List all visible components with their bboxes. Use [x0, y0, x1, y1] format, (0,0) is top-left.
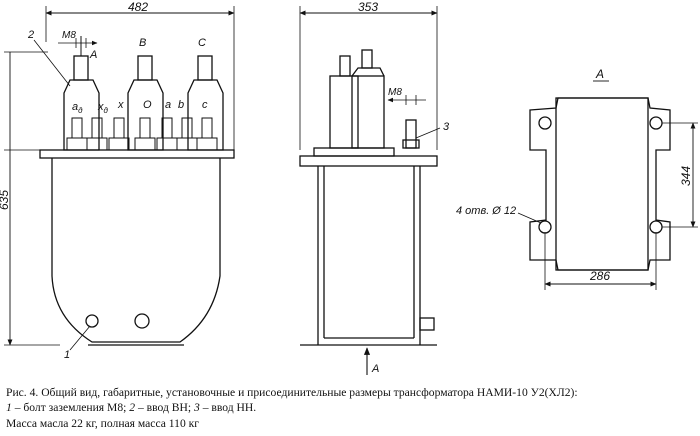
view-a-label: A [371, 363, 379, 375]
front-width-label: 482 [128, 0, 148, 14]
caption-num-2: 2 [129, 401, 136, 414]
mount-hole-br [649, 220, 663, 234]
callout-1-leader [69, 325, 91, 351]
holes-leader [517, 212, 542, 224]
hv-bushing-a [63, 36, 100, 151]
bushing-label-c: C [198, 37, 206, 49]
callout-2: 2 [27, 29, 34, 41]
lv-terminals [66, 117, 218, 151]
terminal-label-o: O [143, 99, 152, 111]
holes-label: 4 отв. Ø 12 [456, 205, 516, 217]
plan-height-label: 344 [679, 166, 693, 186]
terminal-label-b: b [178, 99, 184, 111]
terminal-label-c: c [202, 99, 208, 111]
caption-line-3: Масса масла 22 кг, полная масса 110 кг [6, 417, 200, 430]
front-view [4, 6, 235, 351]
front-tank-body [51, 158, 221, 343]
callout-1: 1 [64, 349, 70, 361]
plan-base-plate [529, 97, 671, 271]
caption-num-1: 1 [6, 401, 12, 414]
callout-3: 3 [443, 121, 450, 133]
callout-3-leader [415, 127, 441, 139]
side-lv-bushing [402, 119, 420, 149]
side-width-label: 353 [358, 0, 378, 14]
plan-view [517, 80, 698, 290]
plan-width-label: 286 [589, 269, 610, 283]
drain-hole [134, 313, 150, 329]
mount-hole-tr [649, 116, 663, 130]
front-m8-label: M8 [62, 30, 76, 41]
height-label: 635 [0, 190, 11, 210]
plan-core [555, 97, 649, 271]
transformer-drawing: 482 635 M8 2 1 A B C aд xд x O a b c [0, 0, 698, 375]
caption-text-1: – болт заземления М8; [11, 401, 130, 414]
terminal-label-ad: aд [72, 101, 83, 115]
side-hv-bushings [329, 49, 385, 149]
caption-line-2: 1 – болт заземления М8; 2 – ввод ВН; 3 –… [6, 400, 696, 415]
plan-title: A [595, 67, 604, 81]
side-m8-label: M8 [388, 87, 402, 98]
terminal-label-x: x [117, 99, 124, 111]
grounding-bolt-hole [85, 314, 99, 328]
terminal-label-a: a [165, 99, 171, 111]
side-view [299, 6, 441, 375]
caption-num-3: 3 [194, 401, 200, 414]
side-foot-lug [419, 317, 435, 331]
bushing-label-b: B [139, 37, 146, 49]
side-cover-flange [313, 147, 395, 157]
front-cover-plate [39, 149, 235, 159]
caption-text-3: – ввод НН. [199, 401, 257, 414]
terminal-labels: aд xд x O a b c [72, 99, 208, 115]
side-cover-plate [299, 155, 438, 167]
terminal-label-xd: xд [97, 101, 109, 115]
bushing-label-a: A [89, 49, 97, 61]
caption-line-1: Рис. 4. Общий вид, габаритные, установоч… [6, 386, 578, 399]
caption-text-2: – ввод ВН; [135, 401, 195, 414]
callout-2-leader [33, 39, 71, 87]
mount-hole-tl [538, 116, 552, 130]
